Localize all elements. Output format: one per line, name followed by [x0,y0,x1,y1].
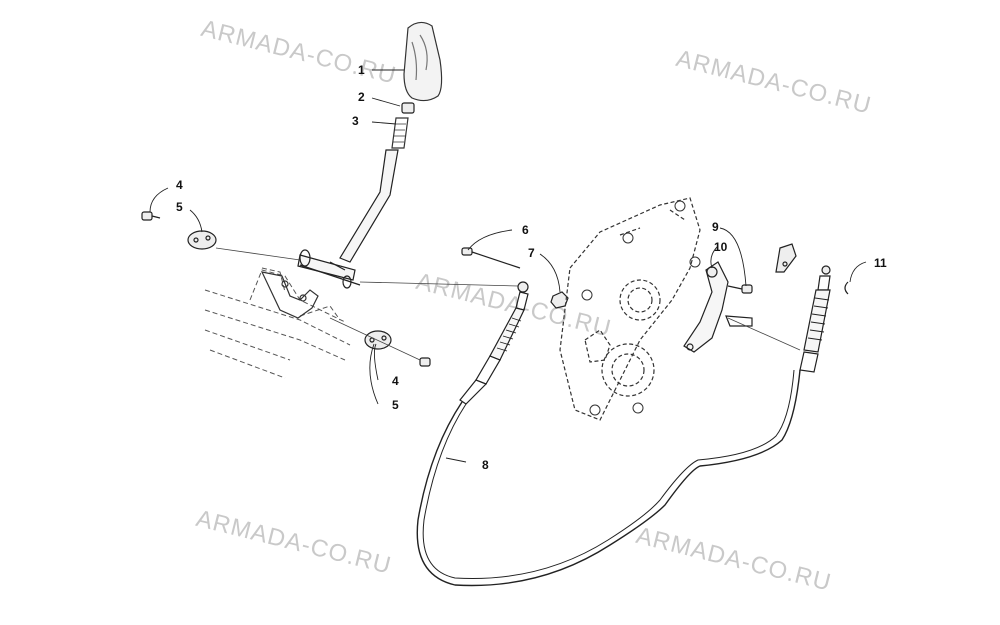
upper-washer [187,230,217,250]
callout-1: 1 [358,63,365,77]
transmission-case [559,197,701,421]
callout-8: 8 [482,458,489,472]
leader-lines [149,69,867,463]
knob-collar [401,102,415,114]
bolt-9 [727,284,753,294]
callout-7: 7 [528,246,535,260]
callout-11: 11 [874,256,887,270]
callout-5: 5 [392,398,399,412]
callout-9: 9 [712,220,719,234]
lower-bolt [419,357,431,367]
bolt-6 [461,247,521,269]
lever-thread [391,117,409,149]
axis-line [329,317,421,361]
callout-6: 6 [522,223,529,237]
upper-bolt [141,211,161,221]
clip-bracket [775,243,797,273]
callout-10: 10 [714,240,728,254]
lever-mount [260,271,319,319]
frame-outline [204,267,351,379]
cable-end-left [459,281,529,405]
case-bosses [581,200,701,416]
shift-bracket [683,261,753,353]
shift-cable [422,369,795,579]
callout-3: 3 [352,114,359,128]
shift-lever [297,149,399,289]
callout-4: 4 [392,374,399,388]
cable-end-right [799,265,831,373]
callout-4: 4 [176,178,183,192]
callout-5: 5 [176,200,183,214]
shift-knob [403,21,443,102]
axis-line [359,281,519,287]
axis-line [727,317,801,351]
shift-cable [416,369,801,587]
callout-2: 2 [358,90,365,104]
circlip [844,281,849,295]
axis-line [215,247,301,261]
